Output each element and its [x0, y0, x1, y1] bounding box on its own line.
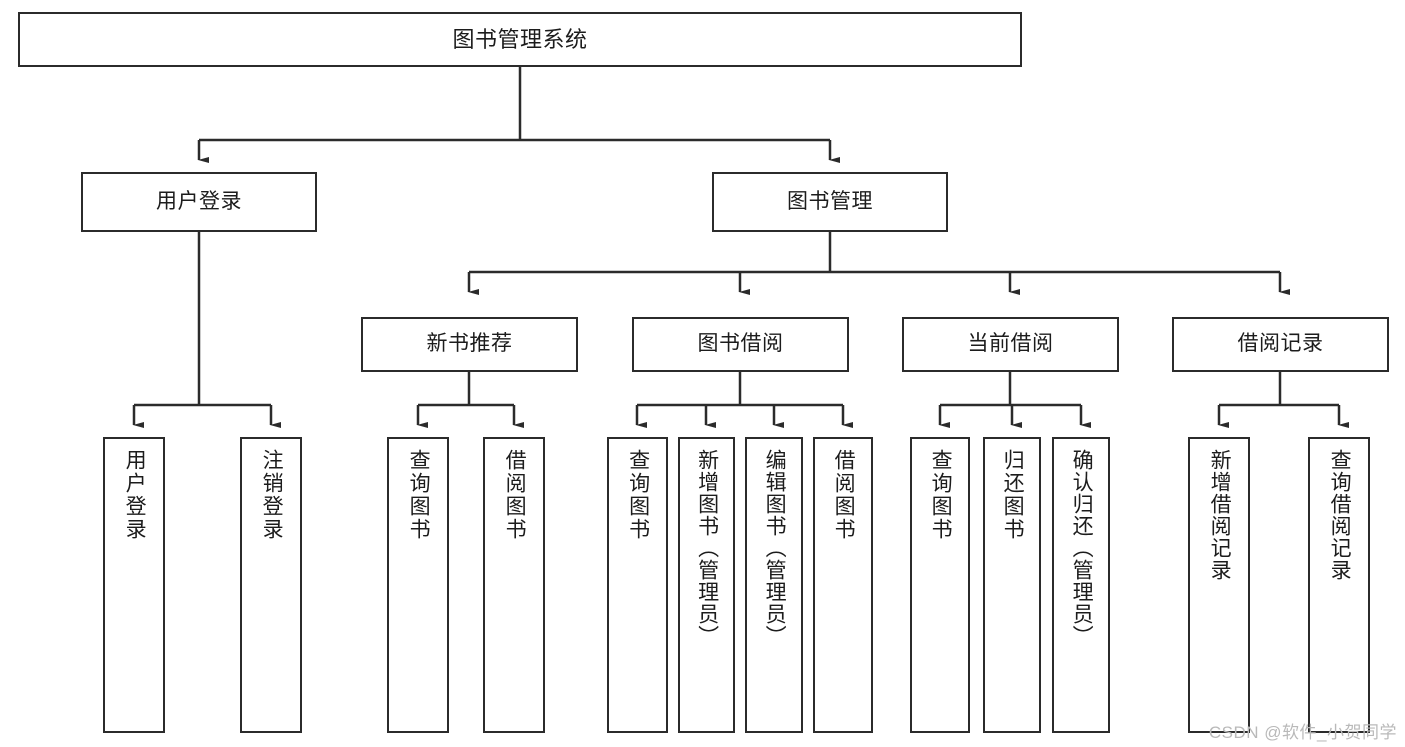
leaf-add-borrow-record[interactable]: 新增借阅记录 — [1188, 437, 1250, 733]
leaf-query-borrow-record-label: 查询借阅记录 — [1328, 449, 1352, 581]
leaf-add-borrow-record-label: 新增借阅记录 — [1208, 449, 1232, 581]
leaf-user-logout-label: 注销登录 — [260, 449, 284, 541]
node-book-management-label: 图书管理 — [787, 189, 873, 213]
leaf-borrow-books-label: 借阅图书 — [832, 449, 856, 541]
node-book-management[interactable]: 图书管理 — [712, 172, 948, 232]
leaf-user-login-label: 用户登录 — [123, 449, 147, 541]
leaf-query-books-recommend[interactable]: 查询图书 — [387, 437, 449, 733]
leaf-borrow-books-recommend-label: 借阅图书 — [503, 449, 527, 541]
leaf-edit-book-admin[interactable]: 编辑图书（管理员） — [745, 437, 803, 733]
leaf-confirm-return-admin[interactable]: 确认归还（管理员） — [1052, 437, 1110, 733]
node-new-book-recommend-label: 新书推荐 — [426, 332, 513, 356]
node-root[interactable]: 图书管理系统 — [18, 12, 1022, 67]
leaf-user-logout[interactable]: 注销登录 — [240, 437, 302, 733]
leaf-user-login[interactable]: 用户登录 — [103, 437, 165, 733]
node-book-borrow-label: 图书借阅 — [697, 332, 784, 356]
watermark: CSDN @软件_小贺同学 — [1208, 723, 1397, 742]
leaf-return-books[interactable]: 归还图书 — [983, 437, 1041, 733]
leaf-return-books-label: 归还图书 — [1001, 449, 1025, 541]
leaf-query-books-recommend-label: 查询图书 — [407, 449, 431, 541]
node-borrow-record[interactable]: 借阅记录 — [1172, 317, 1389, 372]
node-current-borrow-label: 当前借阅 — [967, 332, 1054, 356]
leaf-query-borrow-record[interactable]: 查询借阅记录 — [1308, 437, 1370, 733]
leaf-borrow-books-recommend[interactable]: 借阅图书 — [483, 437, 545, 733]
leaf-confirm-return-admin-label: 确认归还（管理员） — [1070, 449, 1094, 647]
leaf-borrow-books[interactable]: 借阅图书 — [813, 437, 873, 733]
node-current-borrow[interactable]: 当前借阅 — [902, 317, 1119, 372]
leaf-query-books-current[interactable]: 查询图书 — [910, 437, 970, 733]
node-book-borrow[interactable]: 图书借阅 — [632, 317, 849, 372]
leaf-query-books-current-label: 查询图书 — [929, 449, 953, 541]
leaf-add-book-admin[interactable]: 新增图书（管理员） — [678, 437, 735, 733]
node-root-label: 图书管理系统 — [452, 26, 588, 52]
leaf-query-books-borrow-label: 查询图书 — [626, 449, 650, 541]
node-user-login-label: 用户登录 — [156, 189, 242, 213]
leaf-edit-book-admin-label: 编辑图书（管理员） — [763, 449, 787, 647]
node-borrow-record-label: 借阅记录 — [1237, 332, 1324, 356]
node-new-book-recommend[interactable]: 新书推荐 — [361, 317, 578, 372]
leaf-query-books-borrow[interactable]: 查询图书 — [607, 437, 668, 733]
leaf-add-book-admin-label: 新增图书（管理员） — [695, 449, 719, 647]
node-user-login[interactable]: 用户登录 — [81, 172, 317, 232]
